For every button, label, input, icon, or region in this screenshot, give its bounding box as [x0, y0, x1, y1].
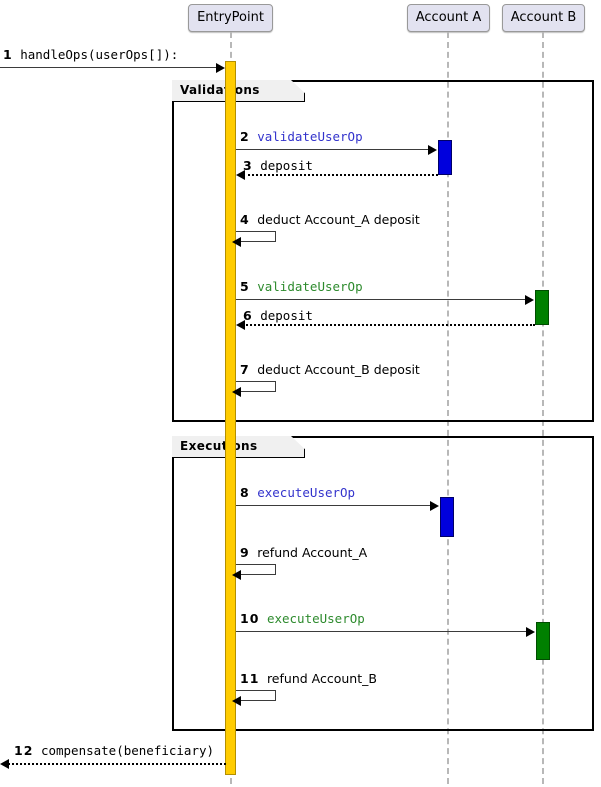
lifeline-account-b [542, 32, 544, 784]
message-arrowhead-3 [236, 170, 245, 180]
participant-account-a[interactable]: Account A [407, 4, 490, 32]
message-line-12 [8, 763, 226, 765]
activation-account-b-validate [535, 290, 549, 325]
message-text-3: deposit [260, 158, 313, 173]
message-line-1 [0, 67, 222, 68]
message-selfloop-11 [236, 690, 276, 701]
message-line-3 [243, 174, 438, 176]
participant-label: Account A [415, 10, 482, 25]
activation-entrypoint [225, 61, 236, 775]
participant-account-b[interactable]: Account B [502, 4, 585, 32]
activation-account-a-execute [440, 497, 454, 537]
message-arrowhead-7 [232, 387, 241, 397]
message-label-4: 4 deduct Account_A deposit [240, 213, 420, 227]
message-label-2: 2 validateUserOp [240, 130, 363, 144]
fragment-executions [172, 436, 594, 731]
participant-label: Account B [510, 10, 577, 25]
message-label-7: 7 deduct Account_B deposit [240, 363, 420, 377]
message-arrowhead-9 [232, 570, 241, 580]
message-arrowhead-6 [236, 320, 245, 330]
message-seq-8: 8 [240, 485, 250, 500]
message-text-7: deduct Account_B deposit [257, 362, 420, 377]
message-text-6: deposit [260, 308, 313, 323]
fragment-executions-label: Executions [172, 436, 305, 458]
message-seq-7: 7 [240, 362, 250, 377]
lifeline-account-a [447, 32, 449, 784]
message-arrowhead-2 [428, 145, 437, 155]
message-label-3: 3 deposit [243, 159, 313, 173]
message-arrowhead-8 [430, 501, 439, 511]
message-label-11: 11 refund Account_B [240, 672, 377, 686]
message-seq-9: 9 [240, 545, 250, 560]
fragment-validations-label: Validations [172, 80, 305, 102]
message-text-1: handleOps(userOps[]): [20, 47, 179, 62]
message-line-6 [243, 324, 535, 326]
message-seq-5: 5 [240, 279, 250, 294]
message-arrowhead-12 [0, 759, 9, 769]
message-label-12: 12 compensate(beneficiary) [14, 744, 214, 758]
message-label-10: 10 executeUserOp [240, 612, 365, 626]
message-arrowhead-4 [232, 237, 241, 247]
message-line-2 [236, 149, 434, 150]
message-arrowhead-5 [525, 295, 534, 305]
message-arrowhead-10 [526, 627, 535, 637]
message-label-9: 9 refund Account_A [240, 546, 367, 560]
message-arrowhead-1 [216, 63, 225, 73]
message-seq-4: 4 [240, 212, 250, 227]
message-text-12: compensate(beneficiary) [40, 743, 215, 758]
activation-account-b-execute [536, 622, 550, 660]
message-text-9: refund Account_A [257, 545, 368, 560]
message-text-2: validateUserOp [257, 129, 363, 144]
message-line-10 [236, 631, 532, 632]
activation-account-a-validate [438, 140, 452, 175]
participant-entrypoint[interactable]: EntryPoint [188, 4, 273, 32]
message-label-5: 5 validateUserOp [240, 280, 363, 294]
message-label-8: 8 executeUserOp [240, 486, 355, 500]
message-selfloop-4 [236, 231, 276, 242]
message-seq-3: 3 [243, 158, 253, 173]
message-text-8: executeUserOp [257, 485, 356, 500]
message-seq-2: 2 [240, 129, 250, 144]
message-label-6: 6 deposit [243, 309, 313, 323]
message-seq-10: 10 [240, 611, 260, 626]
message-label-1: 1 handleOps(userOps[]): [3, 48, 178, 62]
message-text-11: refund Account_B [266, 671, 377, 686]
message-selfloop-7 [236, 381, 276, 392]
message-text-4: deduct Account_A deposit [257, 212, 420, 227]
message-selfloop-9 [236, 564, 276, 575]
message-text-10: executeUserOp [266, 611, 365, 626]
message-seq-6: 6 [243, 308, 253, 323]
message-text-5: validateUserOp [257, 279, 363, 294]
message-seq-12: 12 [14, 743, 34, 758]
message-seq-11: 11 [240, 671, 260, 686]
fragment-validations [172, 80, 594, 422]
message-seq-1: 1 [3, 47, 13, 62]
message-line-5 [236, 299, 531, 300]
participant-label: EntryPoint [197, 10, 264, 25]
message-arrowhead-11 [232, 696, 241, 706]
message-line-8 [236, 505, 436, 506]
